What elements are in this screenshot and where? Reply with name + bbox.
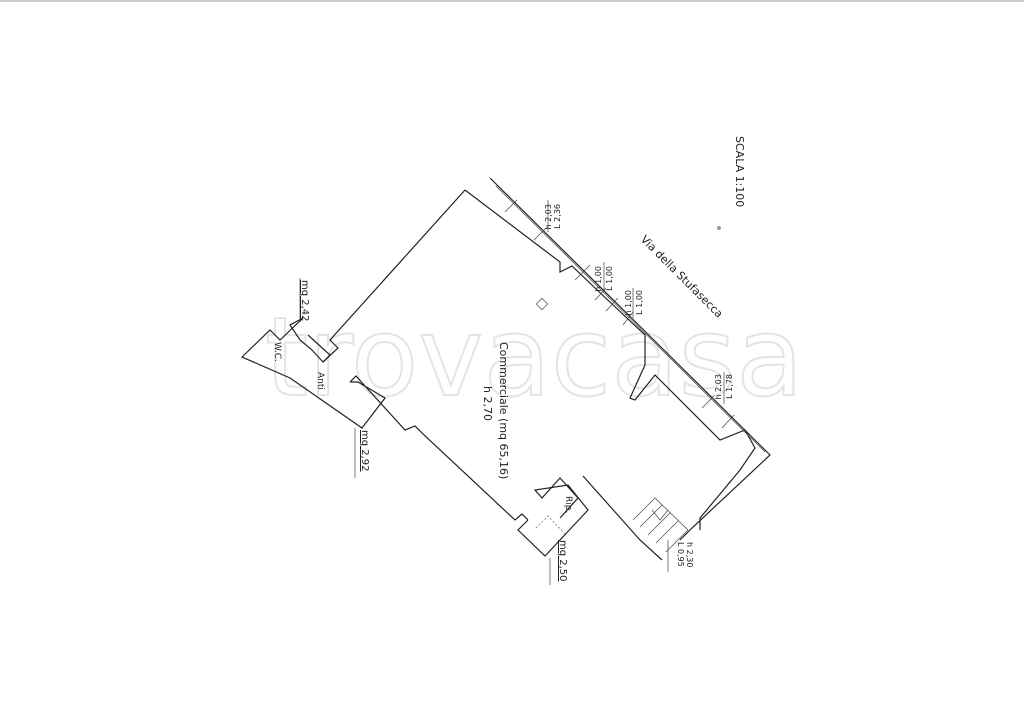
stair-wall: [582, 475, 663, 561]
rip-room: [517, 477, 589, 557]
rip-label: Rip.: [563, 496, 573, 513]
wall-street-line: [495, 185, 766, 453]
opening-4-h: h 2,03: [714, 374, 723, 399]
stairs: [632, 497, 689, 553]
opening-5-h: h 2,30: [685, 542, 694, 567]
wc-area: mq 2,42: [299, 280, 310, 322]
opening-5-l: L 0,95: [676, 542, 685, 567]
main-room-height: h 2,70: [481, 386, 494, 421]
wc-label: W.C.: [272, 342, 282, 362]
opening-2-l: L 1,00: [605, 266, 614, 291]
rip-area: mq 2,50: [557, 540, 568, 582]
column: [535, 297, 549, 311]
wall-street-outer: [489, 177, 771, 541]
opening-3-h: h 1,00: [624, 290, 633, 315]
rip-door: [535, 515, 566, 535]
anti-room: [289, 317, 331, 363]
anti-area: mq 2,92: [359, 430, 370, 472]
opening-3-l: L 1,00: [635, 290, 644, 315]
dot: [717, 226, 721, 230]
opening-1-l: L 2,36: [553, 204, 562, 229]
wc-room: [240, 317, 386, 429]
anti-label: Anti: [315, 372, 325, 390]
opening-4-l: L 1,78: [725, 374, 734, 399]
area-leaders: [299, 200, 725, 585]
wall-street-inner: [464, 189, 756, 530]
opening-1-h: h 2,03: [544, 204, 553, 229]
opening-2-h: h 1,00: [594, 266, 603, 291]
wall-bottom: [349, 375, 529, 521]
main-room-name: Commerciale (mq 65,16): [497, 342, 510, 479]
scale-label: SCALA 1:100: [733, 136, 746, 207]
